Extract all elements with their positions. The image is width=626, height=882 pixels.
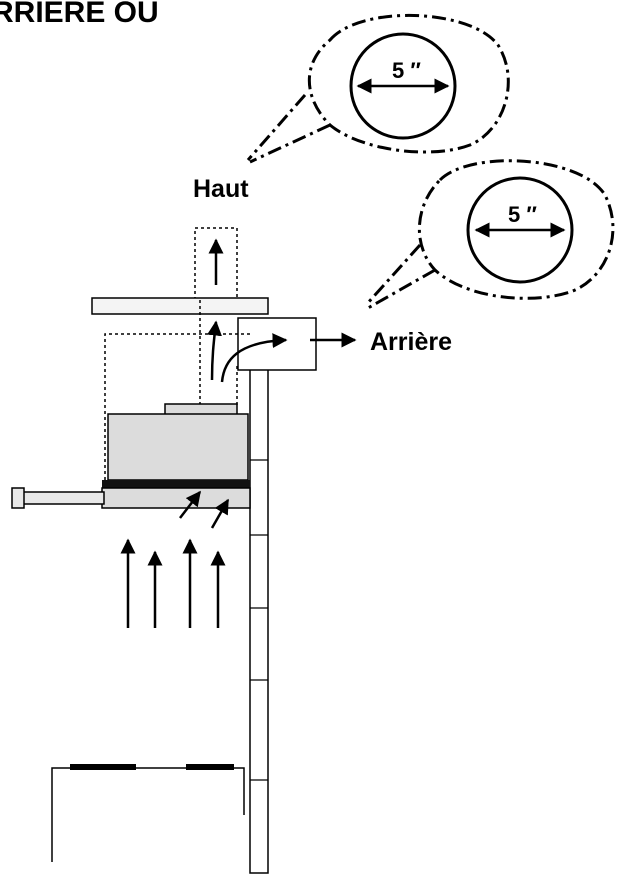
- cabinet-shelf: [91, 297, 269, 315]
- intake-arrow-2: [210, 498, 230, 529]
- label-top: Haut: [193, 175, 249, 203]
- rear-duct-box: [237, 317, 317, 371]
- cabinet-outline: [104, 333, 250, 480]
- heading-text: RRIÈRE OU: [0, 0, 159, 29]
- duct-size-top: 5 ″: [392, 58, 421, 83]
- hood-filter: [102, 480, 250, 488]
- range-cooktop: [51, 764, 245, 862]
- intake-arrow-1: [179, 490, 201, 519]
- airflow-arrow-inner-up: [207, 320, 222, 381]
- duct-size-rear: 5 ″: [508, 202, 537, 227]
- hood-handle-cap: [11, 487, 25, 509]
- hood-handle: [21, 491, 105, 505]
- callout-top-duct: 5 ″: [246, 13, 510, 164]
- hood-body: [107, 413, 249, 481]
- label-rear: Arrière: [370, 328, 452, 356]
- hood-front-panel: [101, 487, 251, 509]
- airflow-arrow-inner-rear: [220, 333, 288, 383]
- callout-rear-duct: 5 ″: [364, 159, 615, 310]
- wall: [249, 364, 269, 874]
- inner-duct-outline: [199, 300, 238, 405]
